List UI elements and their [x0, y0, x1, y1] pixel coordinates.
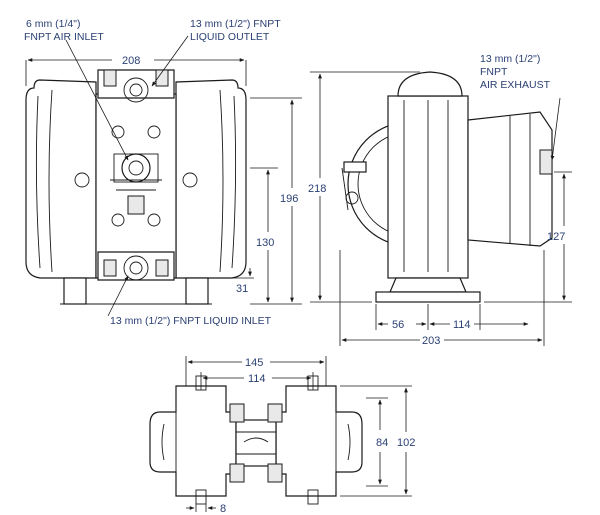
- label-air-inlet-line2: FNPT AIR INLET: [24, 31, 104, 43]
- dim-bottom-outer: 145: [245, 357, 263, 369]
- bottom-view: [149, 375, 363, 505]
- dim-bottom-height-inner: 84: [376, 437, 388, 449]
- front-dimensions: 208 196 130 31: [25, 55, 302, 305]
- dim-bottom-inner: 114: [248, 373, 266, 385]
- dim-bottom-slot: 8: [220, 503, 226, 515]
- dim-front-height: 196: [280, 193, 298, 205]
- label-air-exhaust-line1: 13 mm (1/2"): [480, 53, 540, 65]
- label-air-exhaust-line3: AIR EXHAUST: [480, 79, 551, 91]
- dim-side-base-offset: 56: [392, 319, 404, 331]
- dim-side-height: 218: [308, 183, 326, 195]
- label-air-exhaust-line2: FNPT: [480, 66, 508, 78]
- dim-front-inlet-height: 130: [256, 237, 274, 249]
- dim-side-exhaust-height: 127: [547, 231, 565, 243]
- dim-bottom-height-outer: 102: [397, 437, 415, 449]
- dim-side-depth: 203: [422, 335, 440, 347]
- label-liquid-inlet: 13 mm (1/2") FNPT LIQUID INLET: [110, 315, 272, 327]
- bottom-dimensions: 145 114 84 102 8: [185, 356, 415, 515]
- front-view: [25, 35, 247, 317]
- dim-side-base-width: 114: [453, 319, 471, 331]
- side-dimensions: 218 127 56 114 203: [308, 71, 572, 347]
- dim-front-base: 31: [236, 283, 248, 295]
- label-liquid-outlet-line2: LIQUID OUTLET: [190, 31, 270, 43]
- label-liquid-outlet-line1: 13 mm (1/2") FNPT: [190, 18, 281, 30]
- label-air-inlet-line1: 6 mm (1/4"): [26, 18, 80, 30]
- side-view: [341, 71, 561, 303]
- dim-front-width: 208: [122, 55, 140, 67]
